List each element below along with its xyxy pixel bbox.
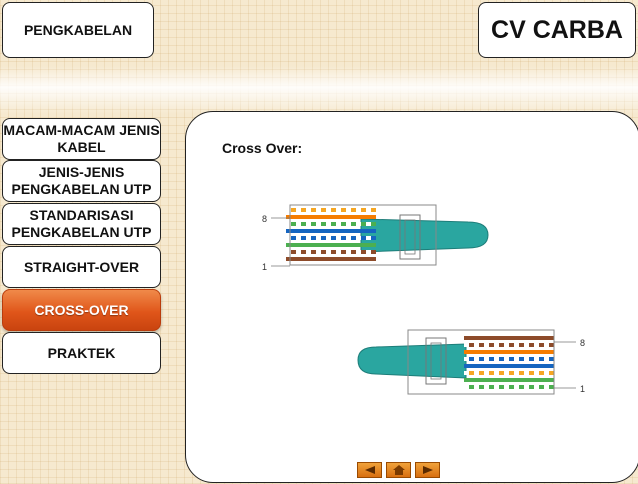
content-panel: Cross Over: 8 1 [185, 111, 638, 483]
rj45-connector-top: 8 1 [262, 204, 489, 272]
crossover-wiring-diagram: 8 1 8 1 [262, 204, 585, 395]
nav-item-standarisasi[interactable]: STANDARISASI PENGKABELAN UTP [2, 203, 161, 245]
connector-latch-inner [404, 219, 416, 255]
nav-item-label: CROSS-OVER [34, 301, 129, 318]
pin-label-bottom-last: 1 [580, 384, 585, 394]
brand-title: CV CARBA [478, 2, 636, 58]
nav-item-straight-over[interactable]: STRAIGHT-OVER [2, 246, 161, 288]
content-title: Cross Over: [222, 140, 303, 156]
pin-label-top-last: 1 [262, 262, 267, 272]
next-button[interactable] [415, 462, 440, 478]
nav-item-macam-macam-jenis-kabel[interactable]: MACAM-MACAM JENIS KABEL [2, 118, 161, 160]
nav-item-label: MACAM-MACAM JENIS KABEL [3, 122, 160, 155]
home-icon [392, 465, 405, 475]
right-arrow-icon [422, 466, 433, 474]
home-button[interactable] [386, 462, 411, 478]
section-label-text: PENGKABELAN [23, 22, 133, 38]
brand-title-text: CV CARBA [491, 15, 623, 44]
nav-item-praktek[interactable]: PRAKTEK [2, 332, 161, 374]
background-glow [0, 66, 638, 114]
nav-item-label: PRAKTEK [47, 344, 116, 361]
pin-label-bottom-first: 8 [580, 338, 585, 348]
nav-item-label: STRAIGHT-OVER [23, 258, 140, 275]
left-arrow-icon [364, 466, 375, 474]
nav-item-label: JENIS-JENIS PENGKABELAN UTP [11, 164, 152, 197]
rj45-connector-bottom: 8 1 [357, 329, 585, 395]
nav-item-cross-over[interactable]: CROSS-OVER [2, 289, 161, 331]
slide-controls [357, 462, 440, 478]
connector-latch [425, 337, 447, 385]
cable-jacket [360, 218, 489, 253]
nav-item-label: STANDARISASI PENGKABELAN UTP [11, 207, 152, 240]
pin-label-top-first: 8 [262, 214, 267, 224]
cable-jacket [357, 343, 467, 379]
connector-latch-inner [430, 342, 442, 380]
connector-latch [399, 214, 421, 260]
prev-button[interactable] [357, 462, 382, 478]
nav-item-jenis-jenis-pengkabelan[interactable]: JENIS-JENIS PENGKABELAN UTP [2, 160, 161, 202]
connector-housing [289, 204, 437, 266]
section-label: PENGKABELAN [2, 2, 154, 58]
connector-housing [407, 329, 555, 395]
